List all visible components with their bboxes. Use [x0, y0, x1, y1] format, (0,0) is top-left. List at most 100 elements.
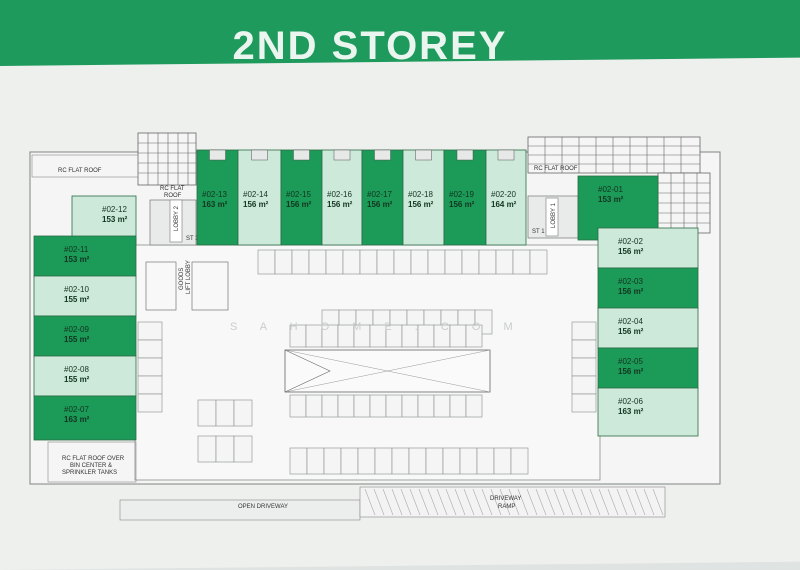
parking-stall: [444, 249, 463, 275]
parking-stall: [461, 249, 480, 275]
unit-area-label: 156 m²: [618, 247, 644, 256]
ramp-hatch-line: [418, 488, 430, 516]
parking-stall: [571, 357, 597, 377]
parking-stall: [401, 394, 419, 418]
ramp-hatch-line: [517, 488, 529, 516]
unit-block: [321, 149, 363, 246]
parking-stall: [289, 447, 308, 475]
unit-area-label: 156 m²: [449, 200, 475, 209]
ramp-hatch-line: [589, 488, 601, 516]
parking-stall: [529, 249, 548, 275]
ramp-hatch-line: [463, 488, 475, 516]
unit-id-label: #02-13: [202, 190, 227, 199]
unit-id-label: #02-12: [102, 205, 127, 214]
ramp-hatch-line: [625, 488, 637, 516]
parking-stall: [465, 324, 483, 348]
ramp-hatch-line: [400, 488, 412, 516]
parking-stall: [493, 447, 512, 475]
parking-stall: [512, 249, 531, 275]
unit-id-label: #02-14: [243, 190, 268, 199]
parking-stall: [337, 394, 355, 418]
parking-stall: [510, 447, 529, 475]
ramp-hatch-line: [481, 488, 493, 516]
ramp-hatch-line: [472, 488, 484, 516]
ramp-hatch-line: [508, 488, 520, 516]
unit-block: [597, 307, 699, 349]
parking-stall: [478, 249, 497, 275]
parking-stall: [305, 394, 323, 418]
parking-stall: [342, 249, 361, 275]
ramp-hatch-line: [409, 488, 421, 516]
watermark: S A H O M E . C O M: [230, 321, 523, 333]
unit-id-label: #02-02: [618, 237, 643, 246]
unit-id-label: #02-11: [64, 245, 89, 254]
unit-entry: [209, 149, 226, 161]
unit-entry: [333, 149, 351, 161]
bin-center-label-2: BIN CENTER &: [70, 463, 112, 469]
unit-id-label: #02-19: [449, 190, 474, 199]
parking-stall: [289, 394, 307, 418]
unit-area-label: 164 m²: [491, 200, 517, 209]
parking-stall: [465, 394, 483, 418]
unit-area-label: 155 m²: [64, 335, 90, 344]
unit-block: [597, 387, 699, 437]
unit-id-label: #02-07: [64, 405, 89, 414]
unit-id-label: #02-10: [64, 285, 89, 294]
parking-stall: [274, 249, 293, 275]
unit-block: [33, 395, 137, 441]
ramp-hatch-line: [454, 488, 466, 516]
ramp-hatch-line: [391, 488, 403, 516]
unit-area-label: 163 m²: [64, 415, 90, 424]
parking-stall: [571, 375, 597, 395]
roof-labels: RC FLAT ROOF RC FLAT ROOF RC FLAT ROOF R…: [31, 154, 578, 483]
driveway: OPEN DRIVEWAY DRIVEWAY RAMP: [119, 486, 666, 521]
ramp-hatch-line: [535, 488, 547, 516]
parking-stall: [410, 249, 429, 275]
unit-area-label: 155 m²: [64, 375, 90, 384]
parking-stall: [476, 447, 495, 475]
rc-flat-roof-left-label: RC FLAT ROOF: [58, 168, 102, 174]
parking-stall: [323, 447, 342, 475]
parking-stall: [495, 249, 514, 275]
parking-stall: [391, 447, 410, 475]
parking-stall: [417, 394, 435, 418]
ramp-hatch-line: [643, 488, 655, 516]
unit-id-label: #02-05: [618, 357, 643, 366]
ramp-hatch-line: [499, 488, 511, 516]
roof-hatch-right: [527, 136, 711, 234]
ramp-hatch-line: [607, 488, 619, 516]
parking-stall: [353, 394, 371, 418]
unit-id-label: #02-16: [327, 190, 352, 199]
parking-stall: [137, 375, 163, 395]
unit-block: [597, 347, 699, 389]
parking-stall: [442, 447, 461, 475]
unit-entry: [374, 149, 391, 161]
driveway-ramp-label-1: DRIVEWAY: [490, 496, 521, 502]
unit-area-label: 156 m²: [367, 200, 393, 209]
parking-stall: [291, 249, 310, 275]
ramp-hatch-line: [580, 488, 592, 516]
ramp-hatch-line: [652, 488, 664, 516]
unit-block: [196, 149, 239, 246]
parking-stall: [137, 321, 163, 341]
parking-stall: [459, 447, 478, 475]
